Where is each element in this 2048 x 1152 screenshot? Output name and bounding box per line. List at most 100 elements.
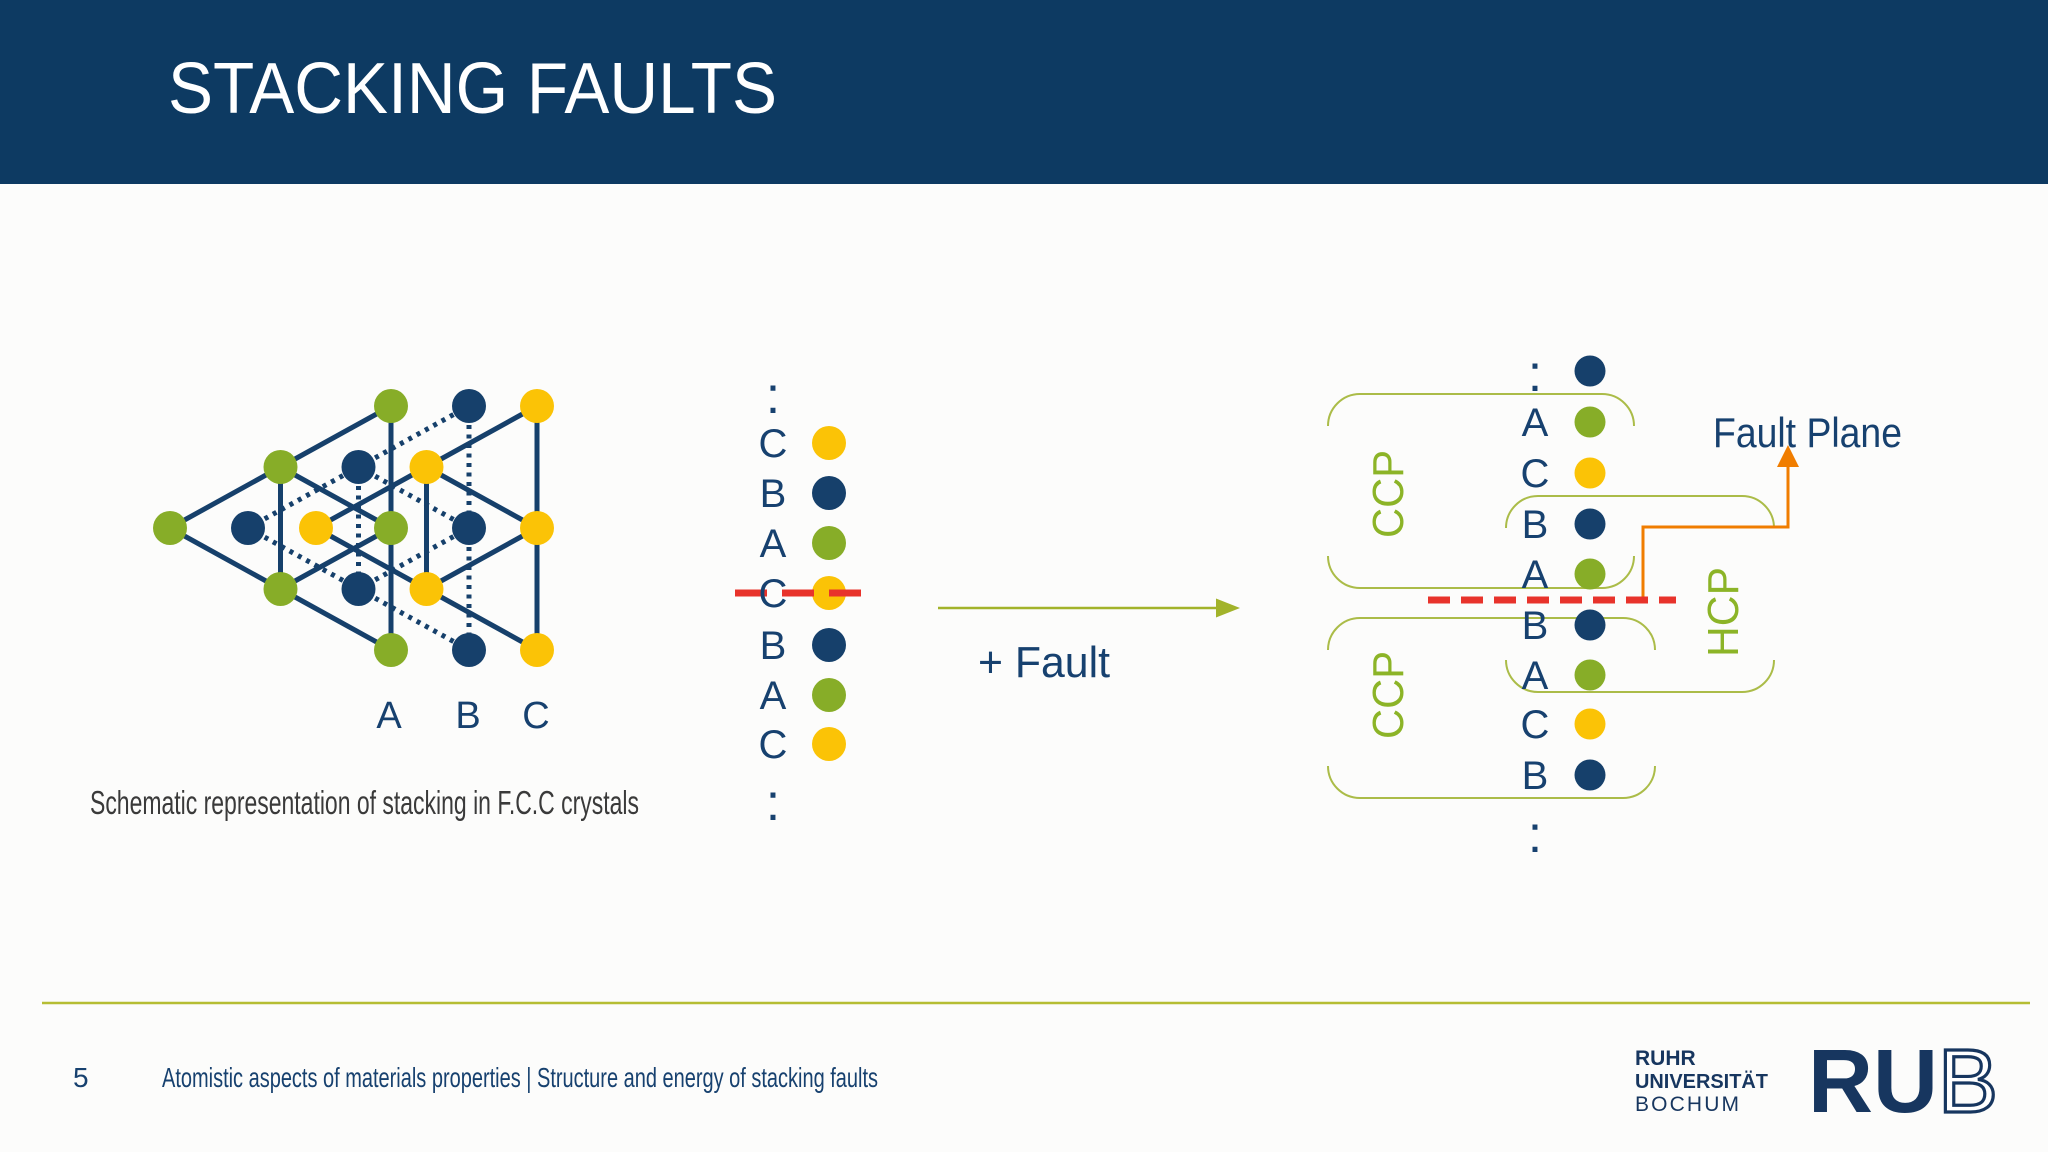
stack-letter: C [759,422,788,466]
lattice-atom-B [341,572,376,606]
lattice-bond [425,403,539,470]
lattice-atom-B [452,389,486,423]
stack-atom-B [1574,609,1606,641]
stack-letter: A [760,674,787,718]
hcp-bracket-upper [1505,495,1775,529]
lattice-atom-B [452,633,486,667]
lattice-bond [357,464,471,531]
ccp-top-bracket-upper [1327,393,1635,427]
lattice-column-label: A [376,695,402,737]
stack-letter: C [759,572,788,616]
stack-atoms [812,426,846,761]
lattice-atom-A [263,572,298,606]
page-number: 5 [73,1062,89,1093]
ccp-bottom-bracket-lower [1327,765,1656,799]
lattice-atom-A [374,633,408,667]
lattice-bond [246,464,360,531]
lattice-atom-A [374,389,408,423]
lattice-atom-C [520,389,554,423]
ccp-top-bracket-lower [1327,555,1635,589]
ccp-bottom-bracket-upper [1327,617,1656,651]
stack-atom-C [1574,457,1606,489]
lattice-bond [246,525,360,592]
lattice-atom-C [299,511,333,545]
lattice-bond [279,403,393,470]
fault-transition: + Fault [938,598,1240,687]
ccp-label-bottom: CCP [1364,651,1413,739]
stack-letter: B [1522,503,1549,547]
stack-atom-A [812,526,846,560]
lattice-bond [168,525,282,592]
lattice-atom-A [263,450,298,484]
lattice-bond [314,464,428,531]
stack-atom-B [812,628,846,662]
stack-atom-A [1574,659,1606,691]
stack-atoms [1574,355,1606,791]
lattice-bond [168,464,282,531]
ccp-label-top: CCP [1364,450,1413,538]
fault-arrow-label: + Fault [978,638,1110,687]
rub-wordmark-heavy: RU [1808,1032,1938,1132]
stack-atom-C [812,426,846,460]
lattice-bond [425,586,539,653]
stack-letter: A [1522,401,1549,445]
lattice-atom-C [520,511,554,545]
lattice-atom-C [409,450,444,484]
logo-line-ruhr: RUHR [1635,1047,1696,1070]
lattice-bond [357,525,471,592]
lattice-bond [357,586,471,653]
header: STACKING FAULTS [0,0,2048,184]
page-title: STACKING FAULTS [168,49,777,129]
footer-text: Atomistic aspects of materials propertie… [162,1062,878,1093]
lattice-atom-B [341,450,376,484]
fault-plane-arrow-head [1777,445,1799,467]
stack-atom-B [1574,508,1606,540]
lattice-atom-C [520,633,554,667]
lattice-atom-B [231,511,265,545]
ellipsis-top: : [766,367,780,425]
logo-line-bochum: BOCHUM [1635,1093,1739,1116]
university-logo: RUHR UNIVERSITÄT BOCHUM RUB [1635,1030,2000,1133]
transition-arrow-head [1216,598,1240,618]
stack-atom-A [812,678,846,712]
lattice-column-label: B [455,695,480,737]
stack-atom-B [1574,759,1606,791]
ellipsis-bottom: : [766,774,780,832]
stack-letter: C [759,723,788,767]
stack-letter: A [1522,553,1549,597]
hcp-bracket-lower [1505,659,1775,693]
stack-atom-C [812,727,846,761]
logo-line-universitaet: UNIVERSITÄT [1635,1070,1768,1093]
lattice-column-label: C [522,695,549,737]
fault-plane-arrow-line [1641,464,1790,600]
lattice-bond [279,525,393,592]
rub-wordmark: RUB [1808,1032,1998,1132]
footer: 5 Atomistic aspects of materials propert… [42,1001,2030,1134]
ellipsis-top: : [1528,345,1542,403]
stack-letter: C [1521,703,1550,747]
lattice-bond [279,586,393,653]
lattice-bond [425,525,539,592]
stack-atom-A [1574,406,1606,438]
stack-letter: B [760,472,787,516]
fault-plane-label: Fault Plane [1713,409,1902,456]
rub-wordmark-light: B [1938,1032,1998,1132]
lattice-atom-B [452,511,486,545]
region-brackets [1327,393,1775,799]
lattice-lines [168,403,540,653]
ellipsis-bottom: : [1528,806,1542,864]
lattice-atoms [153,389,554,667]
header-band [0,0,2048,184]
stack-atom-A [1574,558,1606,590]
stack-letter: B [1522,604,1549,648]
left-diagram-caption: Schematic representation of stacking in … [90,784,639,821]
stack-letter: B [1522,754,1549,798]
stack-atom-C [1574,708,1606,740]
